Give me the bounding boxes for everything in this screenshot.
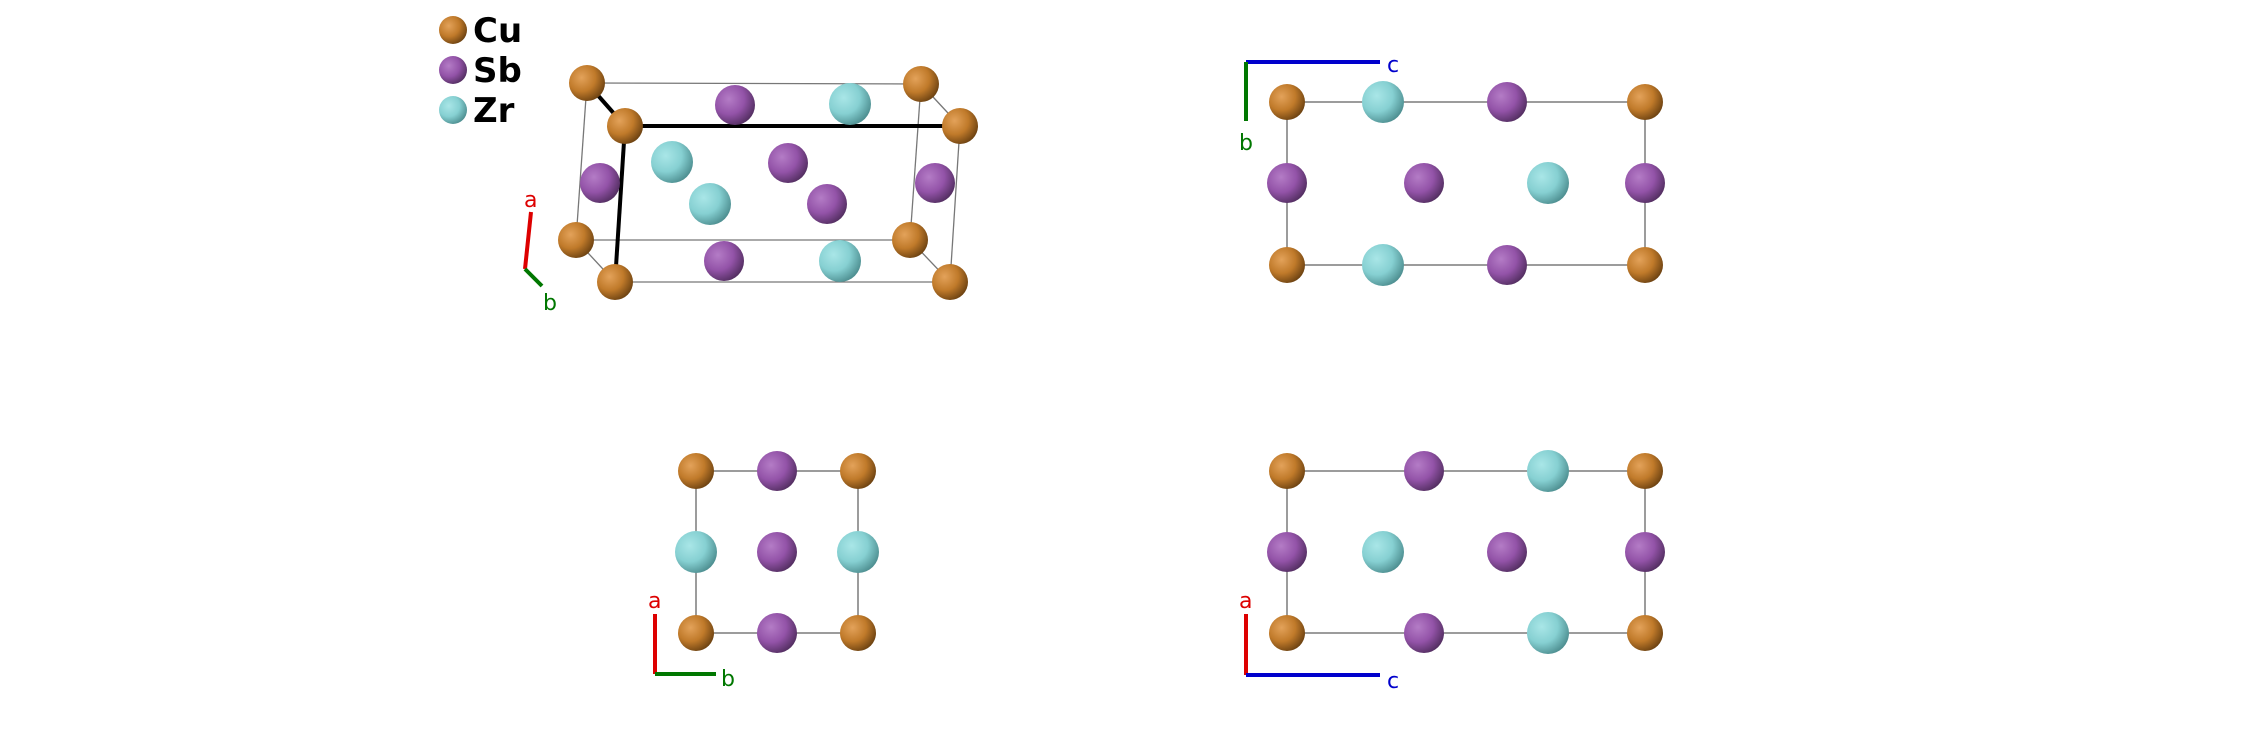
legend-label: Sb (473, 51, 522, 91)
atom-zr (1527, 450, 1569, 492)
axis-b-label: b (721, 667, 735, 692)
atom-sb (704, 241, 744, 281)
atom-sb (768, 143, 808, 183)
atom-cu (678, 615, 714, 651)
zr-swatch-icon (439, 96, 467, 124)
atom-sb (1487, 245, 1527, 285)
atom-cu (892, 222, 928, 258)
atom-sb (1267, 163, 1307, 203)
axis-indicator: a c (1239, 589, 1399, 694)
atom-cu (1269, 84, 1305, 120)
atom-cu (569, 65, 605, 101)
atom-zr (689, 183, 731, 225)
atom-zr (829, 83, 871, 125)
atom-zr (1362, 531, 1404, 573)
axis-b-line (523, 267, 544, 288)
atom-sb (757, 613, 797, 653)
atom-zr (1527, 612, 1569, 654)
atom-sb (1487, 532, 1527, 572)
atom-zr (1362, 81, 1404, 123)
atom-cu (1269, 453, 1305, 489)
atom-cu (932, 264, 968, 300)
atom-zr (675, 531, 717, 573)
atom-cu (678, 453, 714, 489)
panel-view-bc: c b (1239, 53, 1665, 286)
atom-sb (1404, 451, 1444, 491)
atom-sb (1487, 82, 1527, 122)
unit-cell-edges (575, 82, 961, 283)
panel-view-ab: a b (648, 451, 879, 692)
unit-cell-outline (1286, 101, 1646, 266)
atom-cu (840, 453, 876, 489)
atom-sb (1267, 532, 1307, 572)
axis-a-label: a (1239, 589, 1252, 614)
atom-sb (757, 532, 797, 572)
axis-a-label: a (524, 188, 537, 213)
axis-c-label: c (1387, 669, 1399, 694)
legend-item-sb: Sb (439, 51, 522, 91)
atom-zr (651, 141, 693, 183)
atom-zr (837, 531, 879, 573)
legend-label: Cu (473, 11, 522, 51)
atom-cu (1627, 453, 1663, 489)
sb-swatch-icon (439, 56, 467, 84)
atom-zr (819, 240, 861, 282)
atom-sb (915, 163, 955, 203)
panel-perspective-view: a b (523, 65, 978, 316)
panel-view-ac: a c (1239, 450, 1665, 694)
axis-b-label: b (1239, 131, 1253, 156)
axis-indicator: a b (523, 188, 557, 316)
legend-label: Zr (473, 91, 515, 131)
atom-cu (903, 66, 939, 102)
atom-sb (1625, 163, 1665, 203)
atom-cu (942, 108, 978, 144)
axis-indicator: c b (1239, 53, 1399, 156)
atom-sb (807, 184, 847, 224)
axis-indicator: a b (648, 589, 735, 692)
atom-cu (1627, 615, 1663, 651)
legend-item-zr: Zr (439, 91, 515, 131)
atom-zr (1527, 162, 1569, 204)
atom-cu (558, 222, 594, 258)
atom-cu (1627, 84, 1663, 120)
atom-sb (715, 85, 755, 125)
unit-cell-outline (1286, 470, 1646, 634)
axis-b-label: b (543, 291, 557, 316)
atoms (558, 65, 978, 300)
cu-swatch-icon (439, 16, 467, 44)
atom-sb (580, 163, 620, 203)
atom-cu (607, 108, 643, 144)
atom-sb (1625, 532, 1665, 572)
axis-a-label: a (648, 589, 661, 614)
axis-a-line (523, 211, 533, 270)
axis-c-label: c (1387, 53, 1399, 78)
legend-item-cu: Cu (439, 11, 522, 51)
atom-cu (840, 615, 876, 651)
atom-sb (1404, 613, 1444, 653)
legend: Cu Sb Zr (439, 11, 522, 131)
atom-cu (1269, 615, 1305, 651)
atom-cu (597, 264, 633, 300)
atom-sb (757, 451, 797, 491)
atoms (1267, 81, 1665, 286)
atom-sb (1404, 163, 1444, 203)
atoms (1267, 450, 1665, 654)
atom-cu (1269, 247, 1305, 283)
atom-cu (1627, 247, 1663, 283)
atom-zr (1362, 244, 1404, 286)
atoms (675, 451, 879, 653)
